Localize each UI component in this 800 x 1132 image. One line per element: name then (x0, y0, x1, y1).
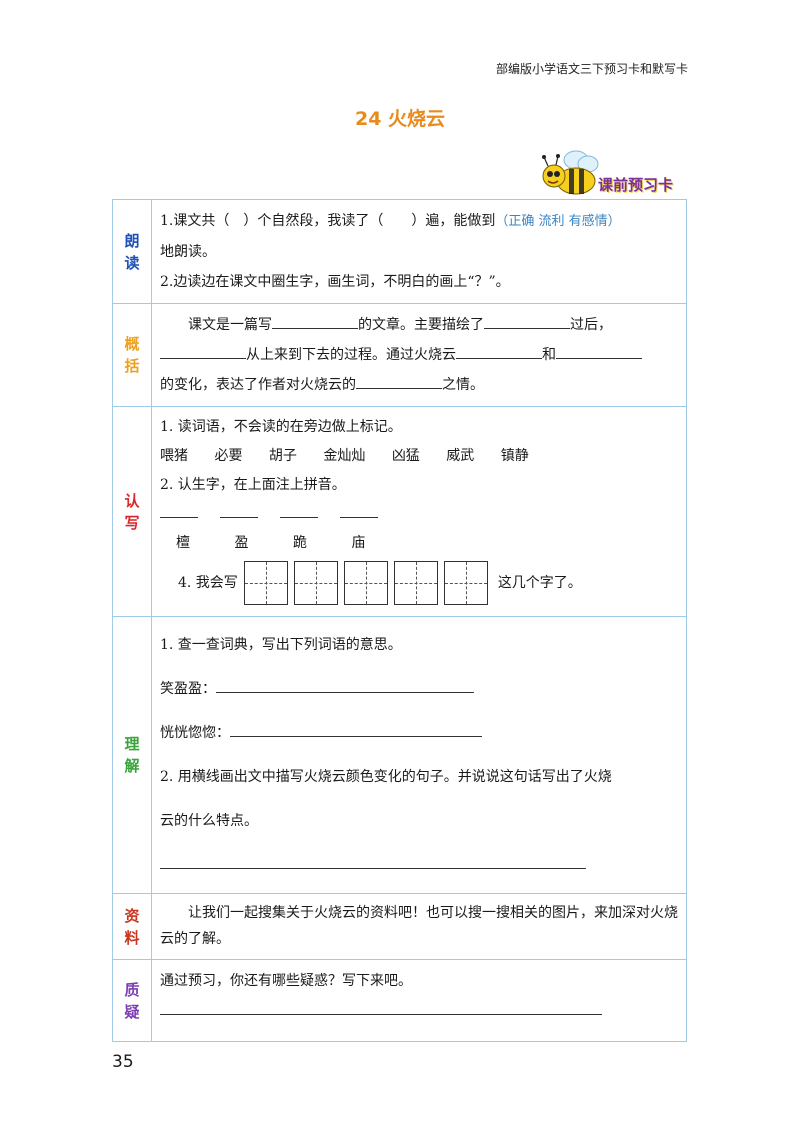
write-suffix: 这几个字了。 (497, 574, 582, 591)
question-text: 通过预习，你还有哪些疑惑？写下来吧。 (160, 973, 412, 989)
word-item: 镇静 (500, 448, 529, 464)
summary-blank-1[interactable] (272, 312, 358, 329)
section-label-recognize: 认写 (112, 406, 152, 617)
writing-row: 4. 我会写 这几个字了。 (178, 560, 678, 606)
tian-grid-box[interactable] (393, 561, 438, 605)
word-item: 胡子 (268, 448, 297, 464)
question-answer (160, 996, 678, 1026)
answer-line[interactable] (230, 722, 482, 737)
summary-blank-3[interactable] (160, 342, 246, 359)
section-body-understand: 1. 查一查词典，写出下列词语的意思。 笑盈盈： 恍恍惚惚： 2. 用横线画出文… (151, 616, 687, 894)
answer-line[interactable] (160, 1000, 602, 1015)
answer-line[interactable] (216, 678, 474, 693)
section-understand: 理解 1. 查一查词典，写出下列词语的意思。 笑盈盈： 恍恍惚惚： 2. 用横线… (112, 616, 687, 894)
char-list: 檀 盈 跪 庙 (176, 529, 678, 558)
material-text: 让我们一起搜集关于火烧云的资料吧！也可以搜一搜相关的图片，来加深对火烧云的了解。 (160, 905, 678, 947)
understand-q2: 2. 用横线画出文中描写火烧云颜色变化的句子。并说说这句话写出了火烧 (160, 769, 612, 785)
summary-blank-4[interactable] (456, 342, 542, 359)
section-summary: 概括 课文是一篇写的文章。主要描绘了过后， 从上来到下去的过程。通过火烧云和 的… (112, 303, 687, 407)
section-body-summary: 课文是一篇写的文章。主要描绘了过后， 从上来到下去的过程。通过火烧云和 的变化，… (151, 303, 687, 407)
bee-icon (542, 150, 599, 195)
preview-card-table: 朗读 1.课文共（ ）个自然段，我读了（ ）遍，能做到（正确 流利 有感情） 地… (112, 199, 687, 1042)
section-body-recognize: 1. 读词语，不会读的在旁边做上标记。 喂猪 必要 胡子 金灿灿 凶猛 威武 镇… (151, 406, 687, 617)
section-material: 资料 让我们一起搜集关于火烧云的资料吧！也可以搜一搜相关的图片，来加深对火烧云的… (112, 893, 687, 960)
tian-grid-box[interactable] (243, 561, 288, 605)
word-item: 凶猛 (391, 448, 420, 464)
char-item: 庙 (351, 535, 366, 551)
recognize-q1: 1. 读词语，不会读的在旁边做上标记。 (160, 419, 402, 435)
char-item: 跪 (292, 535, 307, 551)
char-item: 盈 (234, 535, 249, 551)
page-number: 35 (112, 1052, 134, 1072)
word-item: 金灿灿 (323, 448, 366, 464)
section-question: 质疑 通过预习，你还有哪些疑惑？写下来吧。 (112, 959, 687, 1042)
char-item: 檀 (176, 535, 190, 551)
word-item: 必要 (214, 448, 243, 464)
word-item: 威武 (446, 448, 475, 464)
write-prompt: 4. 我会写 (178, 574, 238, 591)
pinyin-line[interactable] (220, 505, 258, 518)
read-line-1: 1.课文共（ ）个自然段，我读了（ ）遍，能做到（正确 流利 有感情） (160, 213, 621, 229)
section-body-material: 让我们一起搜集关于火烧云的资料吧！也可以搜一搜相关的图片，来加深对火烧云的了解。 (151, 893, 687, 960)
section-body-read: 1.课文共（ ）个自然段，我读了（ ）遍，能做到（正确 流利 有感情） 地朗读。… (151, 199, 687, 304)
read-line-2: 2.边读边在课文中圈生字，画生词，不明白的画上“？”。 (160, 274, 510, 290)
pinyin-lines (160, 500, 678, 529)
recognize-q2: 2. 认生字，在上面注上拼音。 (160, 477, 346, 493)
tian-grid-box[interactable] (443, 561, 488, 605)
understand-q2b: 云的什么特点。 (160, 813, 258, 829)
pinyin-line[interactable] (280, 505, 318, 518)
pinyin-line[interactable] (340, 505, 378, 518)
series-header: 部编版小学语文三下预习卡和默写卡 (495, 62, 688, 76)
pinyin-line[interactable] (160, 505, 198, 518)
summary-line-2: 从上来到下去的过程。通过火烧云和 (160, 340, 678, 370)
section-recognize: 认写 1. 读词语，不会读的在旁边做上标记。 喂猪 必要 胡子 金灿灿 凶猛 威… (112, 406, 687, 617)
understand-answer (160, 843, 678, 887)
word-item: 喂猪 (160, 448, 188, 464)
section-read: 朗读 1.课文共（ ）个自然段，我读了（ ）遍，能做到（正确 流利 有感情） 地… (112, 199, 687, 304)
page-title: 24 火烧云 (354, 108, 446, 130)
understand-term-1: 笑盈盈： (160, 667, 678, 711)
summary-line-1: 课文是一篇写的文章。主要描绘了过后， (160, 310, 678, 340)
tian-grid-box[interactable] (293, 561, 338, 605)
section-label-understand: 理解 (112, 616, 152, 894)
summary-blank-6[interactable] (356, 372, 442, 389)
read-line-1b: 地朗读。 (160, 244, 216, 260)
answer-line[interactable] (160, 854, 586, 869)
section-label-question: 质疑 (112, 959, 152, 1042)
summary-blank-2[interactable] (484, 312, 570, 329)
tian-grid-box[interactable] (343, 561, 388, 605)
section-body-question: 通过预习，你还有哪些疑惑？写下来吧。 (151, 959, 687, 1042)
summary-line-3: 的变化，表达了作者对火烧云的之情。 (160, 370, 678, 400)
read-options: （正确 流利 有感情） (495, 214, 621, 229)
word-list: 喂猪 必要 胡子 金灿灿 凶猛 威武 镇静 (160, 442, 678, 471)
summary-blank-5[interactable] (556, 342, 642, 359)
preview-card-badge: 课前预习卡 (536, 148, 686, 198)
badge-label: 课前预习卡 (598, 176, 674, 194)
section-label-read: 朗读 (112, 199, 152, 304)
understand-q1: 1. 查一查词典，写出下列词语的意思。 (160, 637, 402, 653)
understand-term-2: 恍恍惚惚： (160, 711, 678, 755)
section-label-summary: 概括 (112, 303, 152, 407)
section-label-material: 资料 (112, 893, 152, 960)
